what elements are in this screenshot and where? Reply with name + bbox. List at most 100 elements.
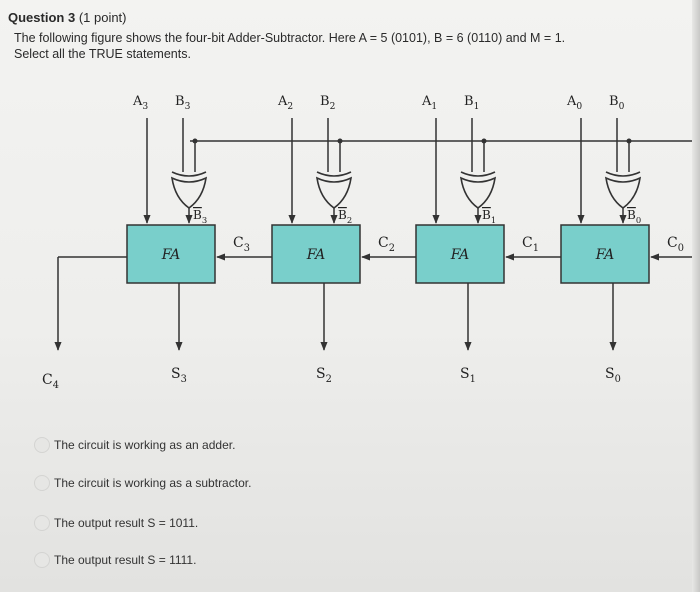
xor-gate-input-curve bbox=[460, 171, 496, 177]
full-adder-label: FA bbox=[306, 247, 326, 263]
full-adder-box bbox=[560, 224, 650, 284]
sum-label-text: S bbox=[605, 366, 615, 382]
option-label: The circuit is working as an adder. bbox=[54, 438, 236, 452]
full-adder-box bbox=[271, 224, 361, 284]
bbar-label-subscript: 1 bbox=[491, 215, 496, 225]
carry-label-subscript: 0 bbox=[678, 243, 684, 254]
full-adder-box bbox=[415, 224, 505, 284]
input-a-label-text: A bbox=[566, 94, 577, 109]
xor-gate bbox=[315, 176, 353, 209]
sum-label-text: S bbox=[316, 366, 326, 382]
input-b-label: B0 bbox=[609, 94, 625, 112]
input-b-label-text: B bbox=[464, 94, 474, 109]
input-a-label-text: A bbox=[421, 94, 432, 109]
bbar-label: B0 bbox=[627, 208, 641, 225]
junction-dot bbox=[626, 138, 632, 144]
bbar-label-subscript: 3 bbox=[202, 215, 207, 225]
junction-dot bbox=[192, 138, 198, 144]
option-result-1111[interactable]: The output result S = 1111. bbox=[34, 547, 196, 573]
input-a-label-subscript: 2 bbox=[287, 102, 293, 112]
input-b-label-text: B bbox=[609, 94, 619, 109]
input-a-label-subscript: 1 bbox=[431, 102, 437, 112]
question-points: (1 point) bbox=[78, 10, 127, 25]
input-a-label-subscript: 0 bbox=[576, 102, 582, 112]
bbar-label: B2 bbox=[338, 208, 352, 225]
input-a-label: A2 bbox=[277, 94, 293, 112]
page-edge bbox=[692, 0, 700, 592]
xor-gate-input-curve bbox=[171, 171, 207, 177]
sum-label-text: S bbox=[460, 366, 470, 382]
carry-label-text: C bbox=[233, 235, 244, 251]
bbar-label-text: B bbox=[193, 208, 202, 222]
checkbox-adder[interactable] bbox=[34, 437, 50, 453]
sum-label-subscript: 0 bbox=[615, 374, 621, 385]
input-b-label: B2 bbox=[320, 94, 335, 112]
input-a-label-subscript: 3 bbox=[142, 102, 148, 112]
input-b-label-subscript: 1 bbox=[474, 102, 480, 112]
carry-label-subscript: 1 bbox=[533, 243, 539, 254]
sum-label: S3 bbox=[171, 366, 187, 385]
sum-label: S0 bbox=[605, 366, 621, 385]
input-a-label: A3 bbox=[132, 94, 148, 112]
question-title: Question 3 bbox=[8, 10, 76, 25]
bbar-label-text: B bbox=[482, 208, 491, 222]
full-adder-label: FA bbox=[595, 247, 615, 263]
question-text: The following figure shows the four-bit … bbox=[14, 31, 566, 61]
input-b-label: B3 bbox=[175, 94, 191, 112]
bbar-label: B1 bbox=[482, 208, 496, 225]
input-b-label-text: B bbox=[175, 94, 185, 109]
input-b-label-subscript: 2 bbox=[330, 102, 336, 112]
input-a-label: A1 bbox=[421, 94, 437, 112]
full-adder-box bbox=[126, 224, 216, 284]
carry-label-text: C bbox=[667, 235, 678, 251]
xor-gate bbox=[170, 176, 208, 209]
option-label: The circuit is working as a subtractor. bbox=[54, 476, 252, 490]
input-a-label-text: A bbox=[277, 94, 288, 109]
sum-label: S2 bbox=[316, 366, 332, 385]
carry-label-text: C bbox=[378, 235, 389, 251]
input-b-label-subscript: 3 bbox=[185, 102, 191, 112]
sum-label: S1 bbox=[460, 366, 476, 385]
option-subtractor[interactable]: The circuit is working as a subtractor. bbox=[34, 470, 251, 496]
sum-label-text: S bbox=[171, 366, 181, 382]
full-adder-label: FA bbox=[161, 247, 181, 263]
carry-label: C2 bbox=[378, 235, 395, 254]
xor-gate-input-curve bbox=[605, 171, 641, 177]
carry-label: C1 bbox=[522, 235, 539, 254]
carry-out-label-subscript: 4 bbox=[53, 380, 59, 391]
carry-label-subscript: 2 bbox=[389, 243, 395, 254]
checkbox-result-1011[interactable] bbox=[34, 515, 50, 531]
bbar-label-text: B bbox=[338, 208, 347, 222]
carry-label: C3 bbox=[233, 235, 250, 254]
bbar-label-subscript: 2 bbox=[347, 215, 352, 225]
option-adder[interactable]: The circuit is working as an adder. bbox=[34, 432, 235, 458]
sum-label-subscript: 1 bbox=[470, 374, 476, 385]
carry-label-subscript: 3 bbox=[244, 243, 250, 254]
input-b-label-text: B bbox=[320, 94, 330, 109]
input-a-label: A0 bbox=[566, 94, 582, 112]
option-result-1011[interactable]: The output result S = 1011. bbox=[34, 510, 198, 536]
input-b-label-subscript: 0 bbox=[619, 102, 625, 112]
bbar-label-subscript: 0 bbox=[636, 215, 641, 225]
carry-label-text: C bbox=[522, 235, 533, 251]
carry-out-label-text: C bbox=[42, 372, 53, 388]
checkbox-subtractor[interactable] bbox=[34, 475, 50, 491]
sum-label-subscript: 2 bbox=[326, 374, 332, 385]
option-label: The output result S = 1011. bbox=[54, 516, 199, 530]
input-b-label: B1 bbox=[464, 94, 479, 112]
junction-dot bbox=[337, 138, 343, 144]
checkbox-result-1111[interactable] bbox=[34, 552, 50, 568]
xor-gate bbox=[459, 176, 497, 209]
bbar-label-text: B bbox=[627, 208, 636, 222]
carry-label: C0 bbox=[667, 235, 684, 254]
sum-label-subscript: 3 bbox=[181, 374, 187, 385]
xor-gate bbox=[604, 176, 642, 209]
full-adder-label: FA bbox=[450, 247, 470, 263]
question-header: Question 3 (1 point) bbox=[8, 10, 127, 25]
carry-out-label: C4 bbox=[42, 372, 59, 391]
input-a-label-text: A bbox=[132, 94, 143, 109]
option-label: The output result S = 1111. bbox=[54, 553, 197, 567]
xor-gate-input-curve bbox=[316, 171, 352, 177]
bbar-label: B3 bbox=[193, 208, 207, 225]
